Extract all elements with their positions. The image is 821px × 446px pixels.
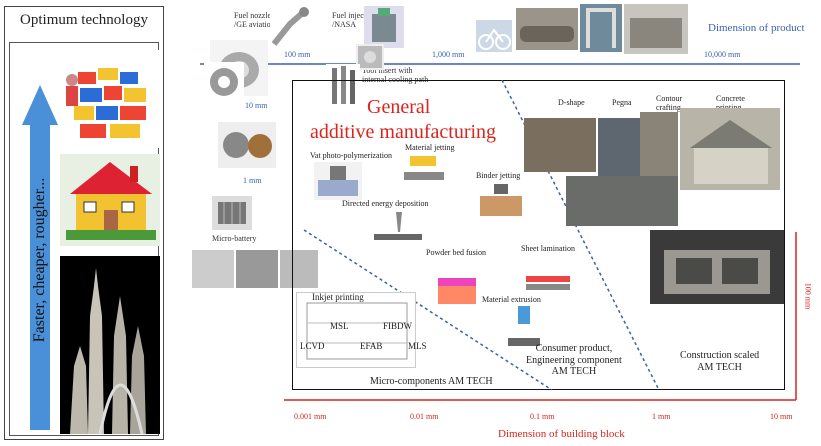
tool-insert-photo	[326, 64, 360, 108]
method-d-shape: D-shape	[558, 98, 585, 107]
inkjet-printing-diagram	[296, 292, 416, 368]
construction-region-label: Construction scaled AM TECH	[680, 350, 760, 373]
tech-sheet-lamination: Sheet lamination	[521, 244, 575, 253]
material-jetting-schematic	[400, 152, 448, 184]
method-contour-crafting: Contour crafting	[656, 94, 683, 112]
micro-mls: MLS	[408, 341, 427, 351]
construction-photo-structure	[566, 176, 678, 226]
printed-house-photo	[650, 230, 784, 304]
micro-battery-label: Micro-battery	[212, 234, 257, 243]
gear-part-photo	[204, 62, 244, 102]
lattice-part-photo	[356, 44, 384, 70]
ded-schematic	[370, 208, 426, 244]
general-am-title-line2: additive manufacturing	[310, 121, 497, 143]
micro-msl: MSL	[330, 321, 349, 331]
construction-photo-concrete	[680, 108, 780, 190]
bottom-tick-01mm: 0.1 mm	[530, 412, 555, 421]
top-tick-1000mm: 1,000 mm	[432, 50, 465, 59]
micro-scaffold-photo-2	[236, 250, 278, 288]
binder-jetting-schematic	[476, 182, 526, 220]
arrow-text: Faster, cheaper, rougher...	[31, 177, 48, 343]
tech-vat-photopolymerization: Vat photo-polymerization	[310, 151, 392, 160]
bottom-tick-0001mm: 0.001 mm	[294, 412, 327, 421]
construction-photo-contour	[640, 112, 678, 180]
printed-structure-photo	[624, 4, 688, 54]
region-divider-lines	[303, 80, 660, 390]
consumer-region-label: Consumer product, Engineering component …	[526, 343, 622, 377]
tech-directed-energy-deposition: Directed energy deposition	[342, 199, 429, 208]
bottom-tick-001mm: 0.01 mm	[410, 412, 439, 421]
tech-powder-bed-fusion: Powder bed fusion	[426, 248, 486, 257]
size-mark-1mm: 1 mm	[243, 176, 262, 185]
powder-bed-schematic	[432, 258, 482, 308]
tech-binder-jetting: Binder jetting	[476, 171, 521, 180]
printed-skyscrapers-photo	[60, 256, 160, 434]
lego-blocks-photo	[60, 50, 160, 148]
size-mark-10mm: 10 mm	[245, 101, 268, 110]
top-tick-100mm: 100 mm	[284, 50, 311, 59]
micro-battery-photo	[212, 196, 252, 230]
bottom-tick-1mm: 1 mm	[652, 412, 671, 421]
material-extrusion-schematic	[502, 304, 546, 350]
sheet-lamination-schematic	[520, 256, 576, 296]
main-frame	[292, 80, 785, 390]
car-body-photo	[516, 8, 578, 50]
bottom-tick-10mm: 10 mm	[770, 412, 793, 421]
construction-photo-d-shape	[524, 118, 596, 172]
bike-frame-photo	[476, 20, 512, 52]
fuel-nozzle-label: Fuel nozzle /GE aviation	[234, 11, 275, 29]
top-axis-label: Dimension of product	[708, 22, 805, 34]
micro-inkjet-printing: Inkjet printing	[312, 292, 364, 302]
top-axis-line	[200, 63, 800, 65]
up-arrow-icon	[22, 85, 58, 430]
fuel-injector-photo	[364, 6, 404, 48]
tool-insert-label: Tool insert with internal cooling path	[362, 66, 429, 84]
printer-gantry-photo	[580, 4, 622, 52]
right-axis-line	[795, 232, 797, 400]
left-panel	[4, 6, 164, 440]
method-pegna: Pegna	[612, 98, 632, 107]
bottom-axis-line	[284, 399, 796, 401]
right-axis-label: 100 mm	[803, 282, 813, 310]
left-panel-title: Optimum technology	[20, 12, 148, 28]
fuel-injector-label: Fuel injector /NASA	[332, 11, 373, 29]
bottom-axis-label: Dimension of building block	[498, 428, 625, 440]
method-concrete-printing: Concrete printing	[716, 94, 745, 112]
bracket-photo	[270, 4, 310, 48]
vat-schematic	[314, 162, 362, 200]
micro-scaffold-photo-3	[280, 250, 318, 288]
micro-lattice-photo	[218, 122, 276, 168]
micro-lcvd: LCVD	[300, 341, 325, 351]
micro-components-label: Micro-components AM TECH	[370, 376, 493, 387]
tech-material-jetting: Material jetting	[405, 143, 455, 152]
micro-efab: EFAB	[360, 341, 383, 351]
top-tick-10000mm: 10,000 mm	[704, 50, 741, 59]
tech-material-extrusion: Material extrusion	[482, 295, 541, 304]
lego-house-photo	[60, 154, 160, 246]
micro-fibdw: FIBDW	[383, 321, 412, 331]
micro-scaffold-photo-1	[192, 250, 234, 288]
general-am-title-line1: General	[367, 96, 431, 118]
